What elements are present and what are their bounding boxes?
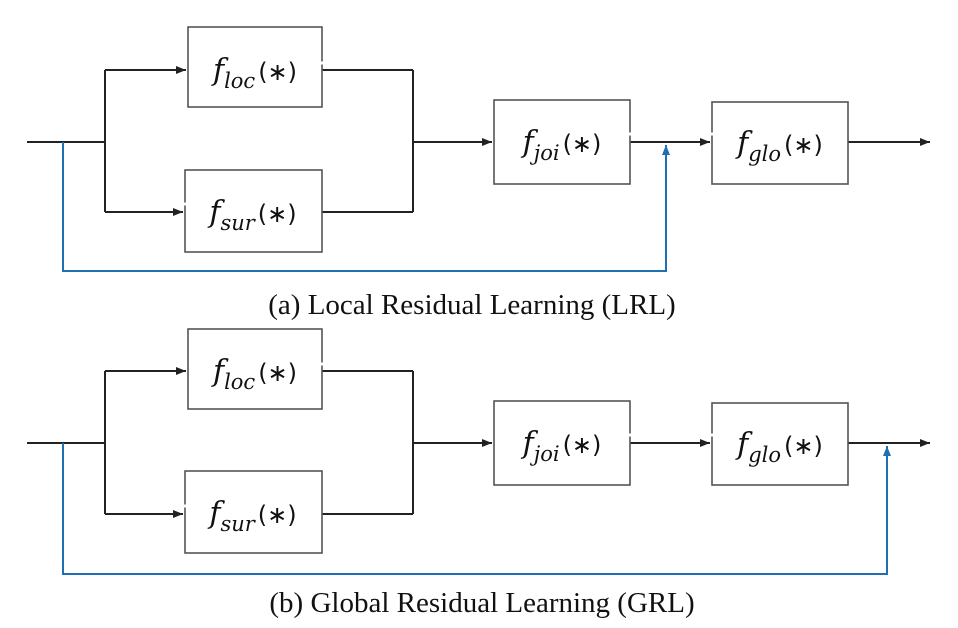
block-f-joi: fjoi(∗): [493, 99, 632, 185]
diagram-lrl: floc(∗) fsur(∗) fjoi(∗) fglo(∗) (a) Loca…: [27, 26, 930, 321]
svg-text:fglo(∗): fglo(∗): [735, 126, 823, 166]
diagram-grl: floc(∗) fsur(∗) fjoi(∗) fglo(∗) (b) Glob…: [27, 328, 930, 619]
wires-grl: [27, 367, 930, 518]
svg-text:fsur(∗): fsur(∗): [207, 195, 296, 235]
block-f-sur: fsur(∗): [183, 470, 323, 554]
residual-connection-grl: [62, 443, 891, 575]
block-f-glo: fglo(∗): [710, 101, 849, 185]
block-f-loc: floc(∗): [187, 328, 324, 410]
block-f-glo: fglo(∗): [710, 402, 849, 486]
svg-text:fsur(∗): fsur(∗): [207, 496, 296, 536]
block-f-sur: fsur(∗): [183, 169, 323, 253]
caption-lrl: (a) Local Residual Learning (LRL): [268, 289, 675, 321]
svg-text:floc(∗): floc(∗): [211, 354, 297, 394]
block-f-loc: floc(∗): [187, 26, 324, 108]
svg-text:fglo(∗): fglo(∗): [735, 427, 823, 467]
block-f-joi: fjoi(∗): [493, 400, 632, 486]
residual-connection-lrl: [62, 142, 670, 272]
wires-lrl: [27, 66, 930, 216]
caption-grl: (b) Global Residual Learning (GRL): [269, 587, 694, 619]
